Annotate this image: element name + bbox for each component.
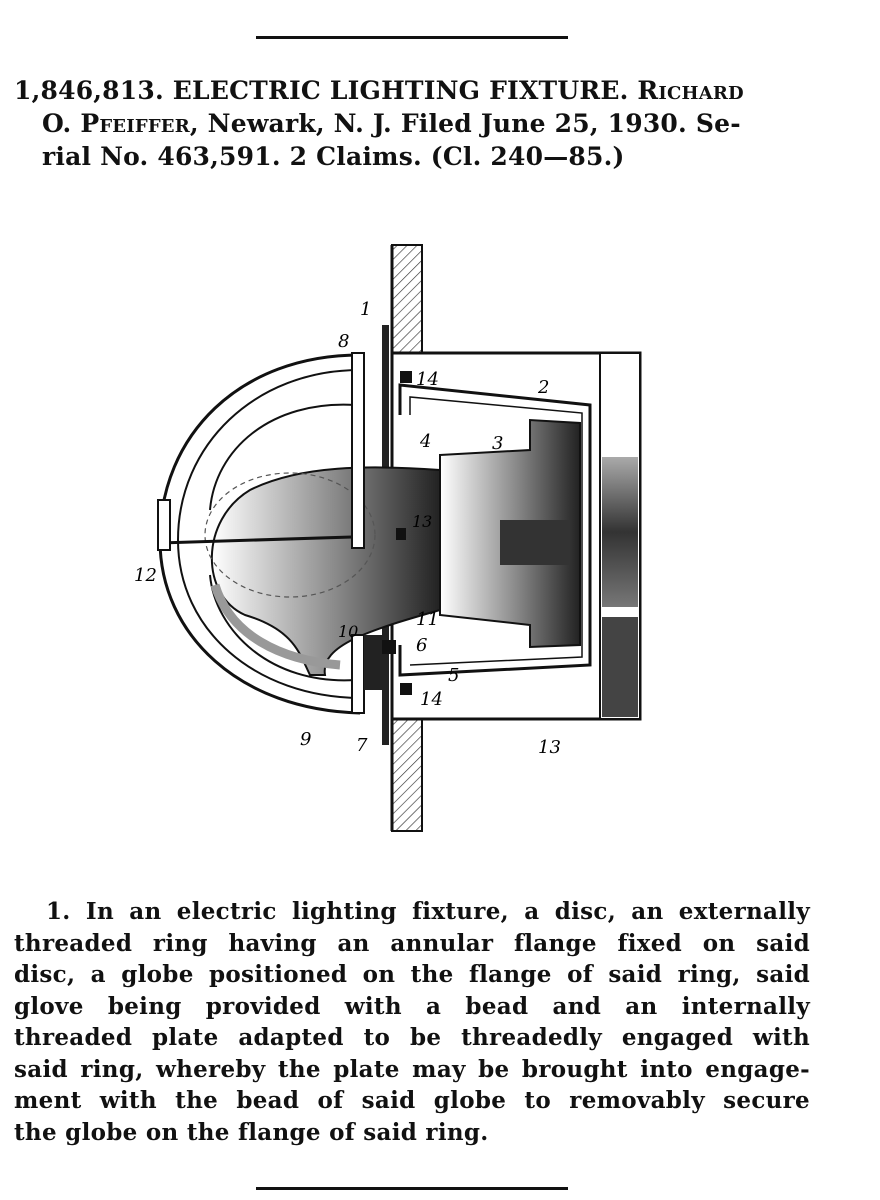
box-dark-band-1: [602, 457, 638, 607]
claim-line: the globe on the flange of said ring.: [14, 1118, 489, 1146]
screw-14-bottom: [400, 683, 412, 695]
screw-6: [382, 640, 396, 654]
globe-frosted-band: [210, 583, 341, 670]
globe-inner: [176, 369, 361, 699]
claim-line: threaded plate adapted to be threadedly …: [14, 1024, 810, 1051]
figure-label: 10: [338, 622, 358, 641]
serial-part-1: Se-: [695, 109, 741, 138]
header-line-3: rial No. 463,591. 2 Claims. (Cl. 240—85.…: [14, 140, 814, 173]
figure-label: 1: [360, 299, 371, 320]
bottom-rule: [256, 1187, 568, 1190]
figure-label: 6: [416, 635, 427, 656]
claim-line: 1. In an electric lighting fixture, a di…: [46, 898, 810, 925]
header-line-1: 1,846,813. ELECTRIC LIGHTING FIXTURE. Ri…: [14, 74, 814, 107]
inventor-location: , Newark, N. J.: [189, 109, 392, 138]
claim-line: threaded ring having an annular flange f…: [14, 929, 810, 957]
filing-date: Filed June 25, 1930.: [400, 109, 687, 138]
globe-stem: [159, 535, 353, 545]
patent-header: 1,846,813. ELECTRIC LIGHTING FIXTURE. Ri…: [14, 74, 814, 173]
inner-housing-2: [409, 396, 583, 666]
socket-terminal: [500, 520, 570, 565]
globe-tip: [157, 499, 171, 551]
figure-label: 11: [416, 609, 439, 630]
inner-housing: [398, 383, 592, 677]
figure-label: 5: [448, 665, 459, 686]
wall-hatch-upper: [391, 244, 423, 354]
figure-label: 3: [492, 433, 503, 454]
header-line-2: O. Pfeiffer, Newark, N. J. Filed June 25…: [14, 107, 814, 140]
globe-rim-top: [351, 352, 365, 549]
inventor-first-name: Richard: [637, 76, 744, 105]
claim-line: glove being provided with a bead and an …: [14, 992, 810, 1020]
bulb-outline-dashed: [204, 472, 376, 598]
figure-label: 13: [538, 737, 561, 758]
figure-label: 12: [134, 565, 157, 586]
figure-label: 14: [420, 689, 443, 710]
inventor-name: O. Pfeiffer: [42, 109, 190, 138]
claim-line: disc, a globe positioned on the flange o…: [14, 961, 810, 988]
patent-title: ELECTRIC LIGHTING FIXTURE.: [172, 76, 629, 105]
patent-number: 1,846,813.: [14, 76, 164, 105]
top-rule: [256, 36, 568, 39]
claims-count: 2 Claims.: [289, 142, 422, 171]
figure-label: 9: [300, 729, 311, 750]
fixture-drawing-svg: 1 8 14 2 4 3 13 12 11 10 6 5 14 9 7 13: [134, 244, 642, 832]
figure-label: 4: [419, 431, 431, 452]
wall-hatch-lower: [391, 712, 423, 832]
classification: (Cl. 240—85.): [430, 142, 625, 171]
serial-number: rial No. 463,591.: [42, 142, 281, 171]
figure-label: 7: [356, 735, 368, 756]
ring-flange: [364, 635, 382, 690]
patent-drawing: 1 8 14 2 4 3 13 12 11 10 6 5 14 9 7 13: [120, 235, 660, 845]
claim-text: 1. In an electric lighting fixture, a di…: [14, 896, 810, 1148]
claim-line: said ring, whereby the plate may be brou…: [14, 1055, 810, 1083]
claim-line: ment with the bead of said globe to remo…: [14, 1087, 810, 1114]
box-dark-band-2: [602, 617, 638, 717]
figure-label: 14: [416, 369, 439, 390]
screw-15: [396, 528, 406, 540]
globe-rim-bottom: [351, 634, 365, 714]
figure-label: 2: [537, 377, 549, 398]
figure-label: 8: [338, 331, 349, 352]
screw-14-top: [400, 371, 412, 383]
figure-label: 13: [412, 512, 432, 531]
lamp-bulb: [210, 466, 441, 676]
